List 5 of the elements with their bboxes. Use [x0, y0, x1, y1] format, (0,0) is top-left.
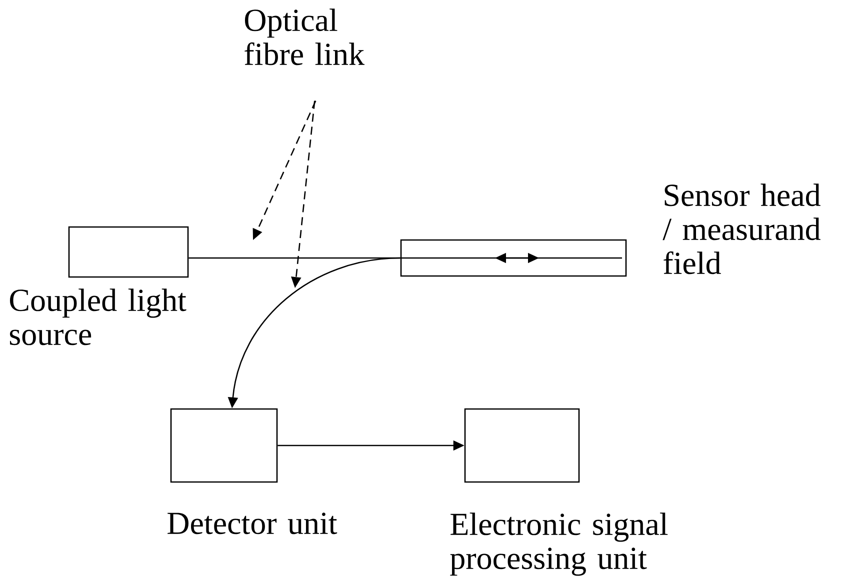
unit-caption: Sensor head / measurand field	[662, 184, 820, 274]
unit-caption: Electronic signal processing unit	[450, 512, 668, 576]
unit-caption: Detector unit	[168, 512, 338, 534]
node-label: Optical fibre link	[244, 8, 365, 66]
unit-caption: Coupled light source	[10, 288, 186, 346]
